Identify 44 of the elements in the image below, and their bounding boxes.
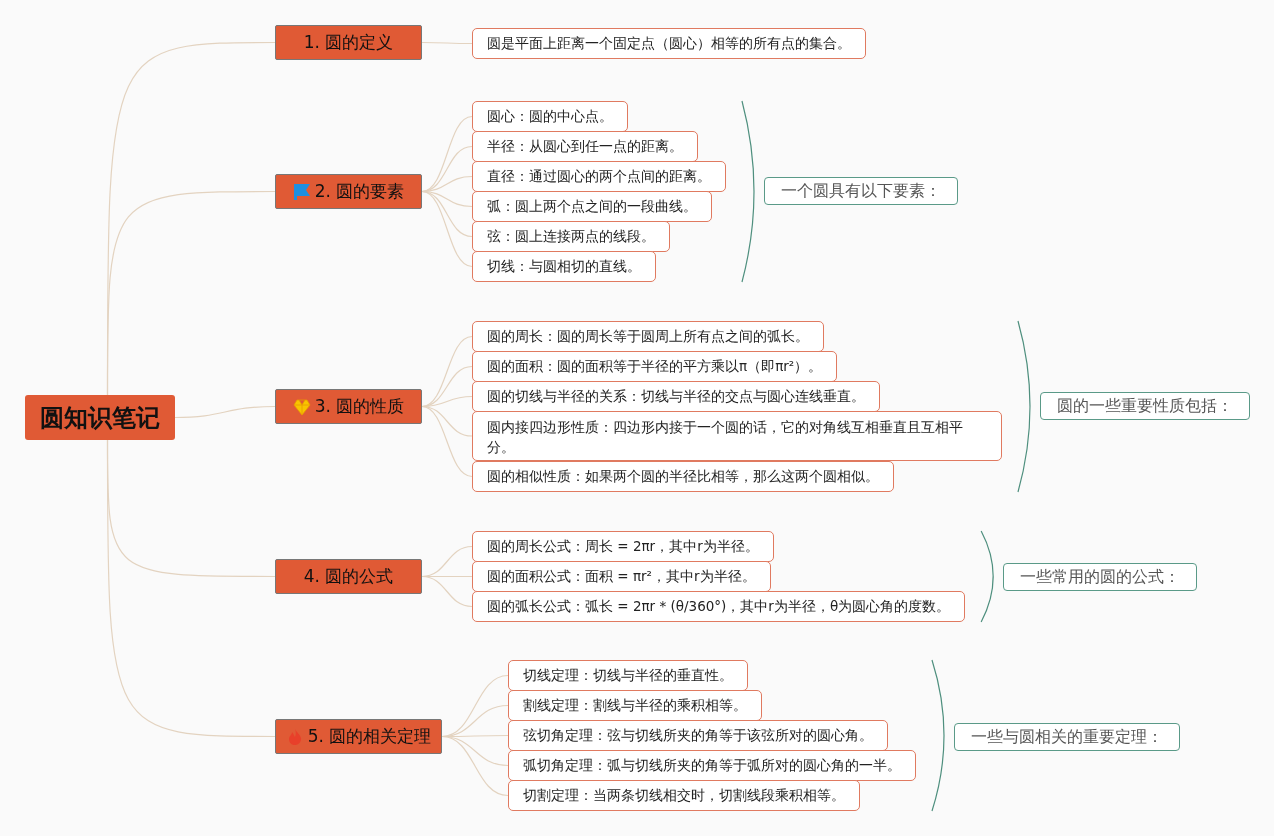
connector (441, 735, 509, 797)
note-box: 半径：从圆心到任一点的距离。 (472, 131, 698, 162)
connector (421, 115, 473, 193)
note-box: 弧：圆上两个点之间的一段曲线。 (472, 191, 712, 222)
summary-box: 圆的一些重要性质包括： (1040, 392, 1250, 420)
note-box: 割线定理：割线与半径的乘积相等。 (508, 690, 762, 721)
note-box: 切割定理：当两条切线相交时，切割线段乘积相等。 (508, 780, 860, 811)
summary-box: 一个圆具有以下要素： (764, 177, 958, 205)
note-box: 圆的周长：圆的周长等于圆周上所有点之间的弧长。 (472, 321, 824, 352)
topic-box (275, 174, 422, 209)
connector (421, 190, 473, 268)
note-box: 直径：通过圆心的两个点间的距离。 (472, 161, 726, 192)
note-box: 切线：与圆相切的直线。 (472, 251, 656, 282)
note-box: 圆的相似性质：如果两个圆的半径比相等，那么这两个圆相似。 (472, 461, 894, 492)
topic-box (275, 559, 422, 594)
note-box: 圆心：圆的中心点。 (472, 101, 628, 132)
connector (106, 190, 276, 396)
topic-box (275, 25, 422, 60)
topic-box (275, 389, 422, 424)
note-box: 圆的弧长公式：弧长 = 2πr * (θ/360°)，其中r为半径，θ为圆心角的度数。 (472, 591, 966, 622)
note-box: 圆的面积：圆的面积等于半径的平方乘以π（即πr²）。 (472, 351, 838, 382)
note-box: 圆的面积公式：面积 = πr²，其中r为半径。 (472, 561, 771, 592)
note-box: 弦：圆上连接两点的线段。 (472, 221, 670, 252)
note-box: 弦切角定理：弦与切线所夹的角等于该弦所对的圆心角。 (508, 720, 888, 751)
note-box: 圆是平面上距离一个固定点（圆心）相等的所有点的集合。 (472, 28, 866, 59)
topic-label: 5. 圆的相关定理 (307, 725, 432, 748)
note-box: 圆的周长公式：周长 = 2πr，其中r为半径。 (472, 531, 774, 562)
topic-box (275, 719, 442, 754)
note-box: 切线定理：切线与半径的垂直性。 (508, 660, 748, 691)
note-box: 圆内接四边形性质：四边形内接于一个圆的话，它的对角线互相垂直且互相平分。 (472, 411, 1002, 461)
topic-label: 4. 圆的公式 (303, 565, 394, 588)
note-box: 圆的切线与半径的关系：切线与半径的交点与圆心连线垂直。 (472, 381, 880, 412)
connector (421, 335, 473, 408)
connector (174, 405, 276, 419)
summary-box: 一些常用的圆的公式： (1003, 563, 1198, 591)
note-box: 弧切角定理：弧与切线所夹的角等于弧所对的圆心角的一半。 (508, 750, 916, 781)
topic-label: 3. 圆的性质 (314, 395, 405, 418)
connector (421, 405, 473, 478)
topic-label: 1. 圆的定义 (303, 31, 394, 54)
connector (421, 575, 473, 608)
central-topic-box: 圆知识笔记 (25, 395, 175, 440)
topic-label: 2. 圆的要素 (314, 180, 405, 203)
summary-box: 一些与圆相关的重要定理： (954, 723, 1180, 751)
connector (421, 41, 473, 45)
